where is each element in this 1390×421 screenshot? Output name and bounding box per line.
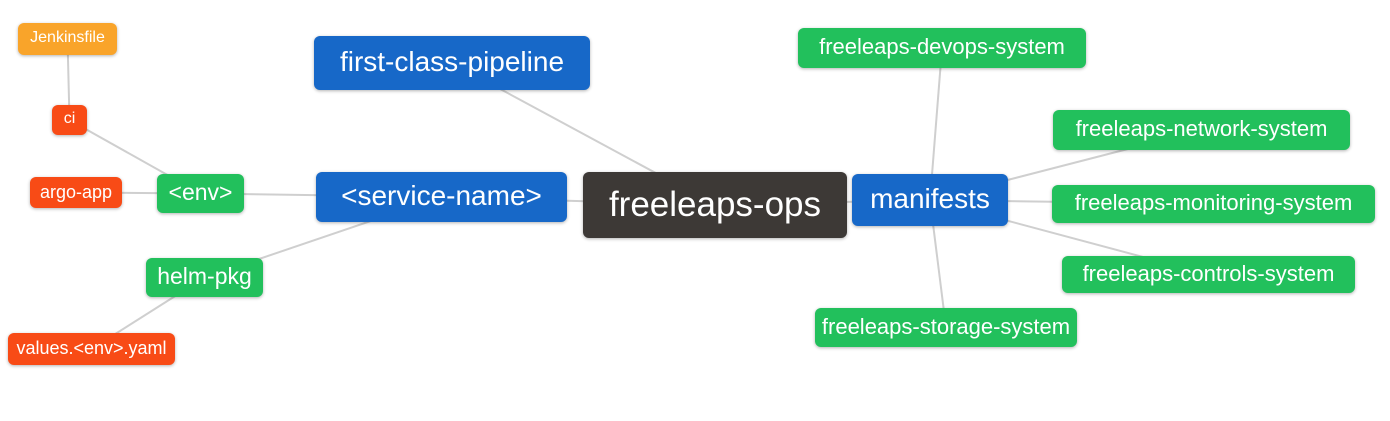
node-freeleaps-monitoring-system[interactable]: freeleaps-monitoring-system (1052, 185, 1375, 223)
node-label: <env> (168, 179, 233, 205)
node-label: argo-app (39, 181, 113, 202)
node-label: freeleaps-monitoring-system (1074, 190, 1353, 215)
node-label: freeleaps-network-system (1075, 116, 1328, 141)
node-service-name[interactable]: <service-name> (316, 172, 567, 222)
node-manifests[interactable]: manifests (852, 174, 1008, 226)
node-label: ci (63, 110, 76, 127)
node-freeleaps-storage-system[interactable]: freeleaps-storage-system (815, 308, 1077, 347)
node-argo-app[interactable]: argo-app (30, 177, 122, 208)
node-first-class-pipeline[interactable]: first-class-pipeline (314, 36, 590, 90)
node-label: freeleaps-devops-system (819, 34, 1065, 59)
node-label: manifests (870, 183, 990, 214)
node-freeleaps-devops-system[interactable]: freeleaps-devops-system (798, 28, 1086, 68)
node-env[interactable]: <env> (157, 174, 244, 213)
node-label: freeleaps-ops (608, 184, 822, 224)
node-label: freeleaps-controls-system (1082, 260, 1335, 286)
node-freeleaps-network-system[interactable]: freeleaps-network-system (1053, 110, 1350, 150)
node-values-env-yaml[interactable]: values.<env>.yaml (8, 333, 175, 365)
node-label: <service-name> (341, 180, 542, 211)
node-label: Jenkinsfile (30, 29, 105, 46)
node-label: values.<env>.yaml (16, 338, 167, 358)
node-freeleaps-ops[interactable]: freeleaps-ops (583, 172, 847, 238)
node-ci[interactable]: ci (52, 105, 87, 135)
node-label: first-class-pipeline (339, 46, 565, 77)
node-label: helm-pkg (157, 263, 252, 289)
node-label: freeleaps-storage-system (821, 313, 1071, 339)
node-helm-pkg[interactable]: helm-pkg (146, 258, 263, 297)
node-jenkinsfile[interactable]: Jenkinsfile (18, 23, 117, 55)
node-freeleaps-controls-system[interactable]: freeleaps-controls-system (1062, 256, 1355, 293)
